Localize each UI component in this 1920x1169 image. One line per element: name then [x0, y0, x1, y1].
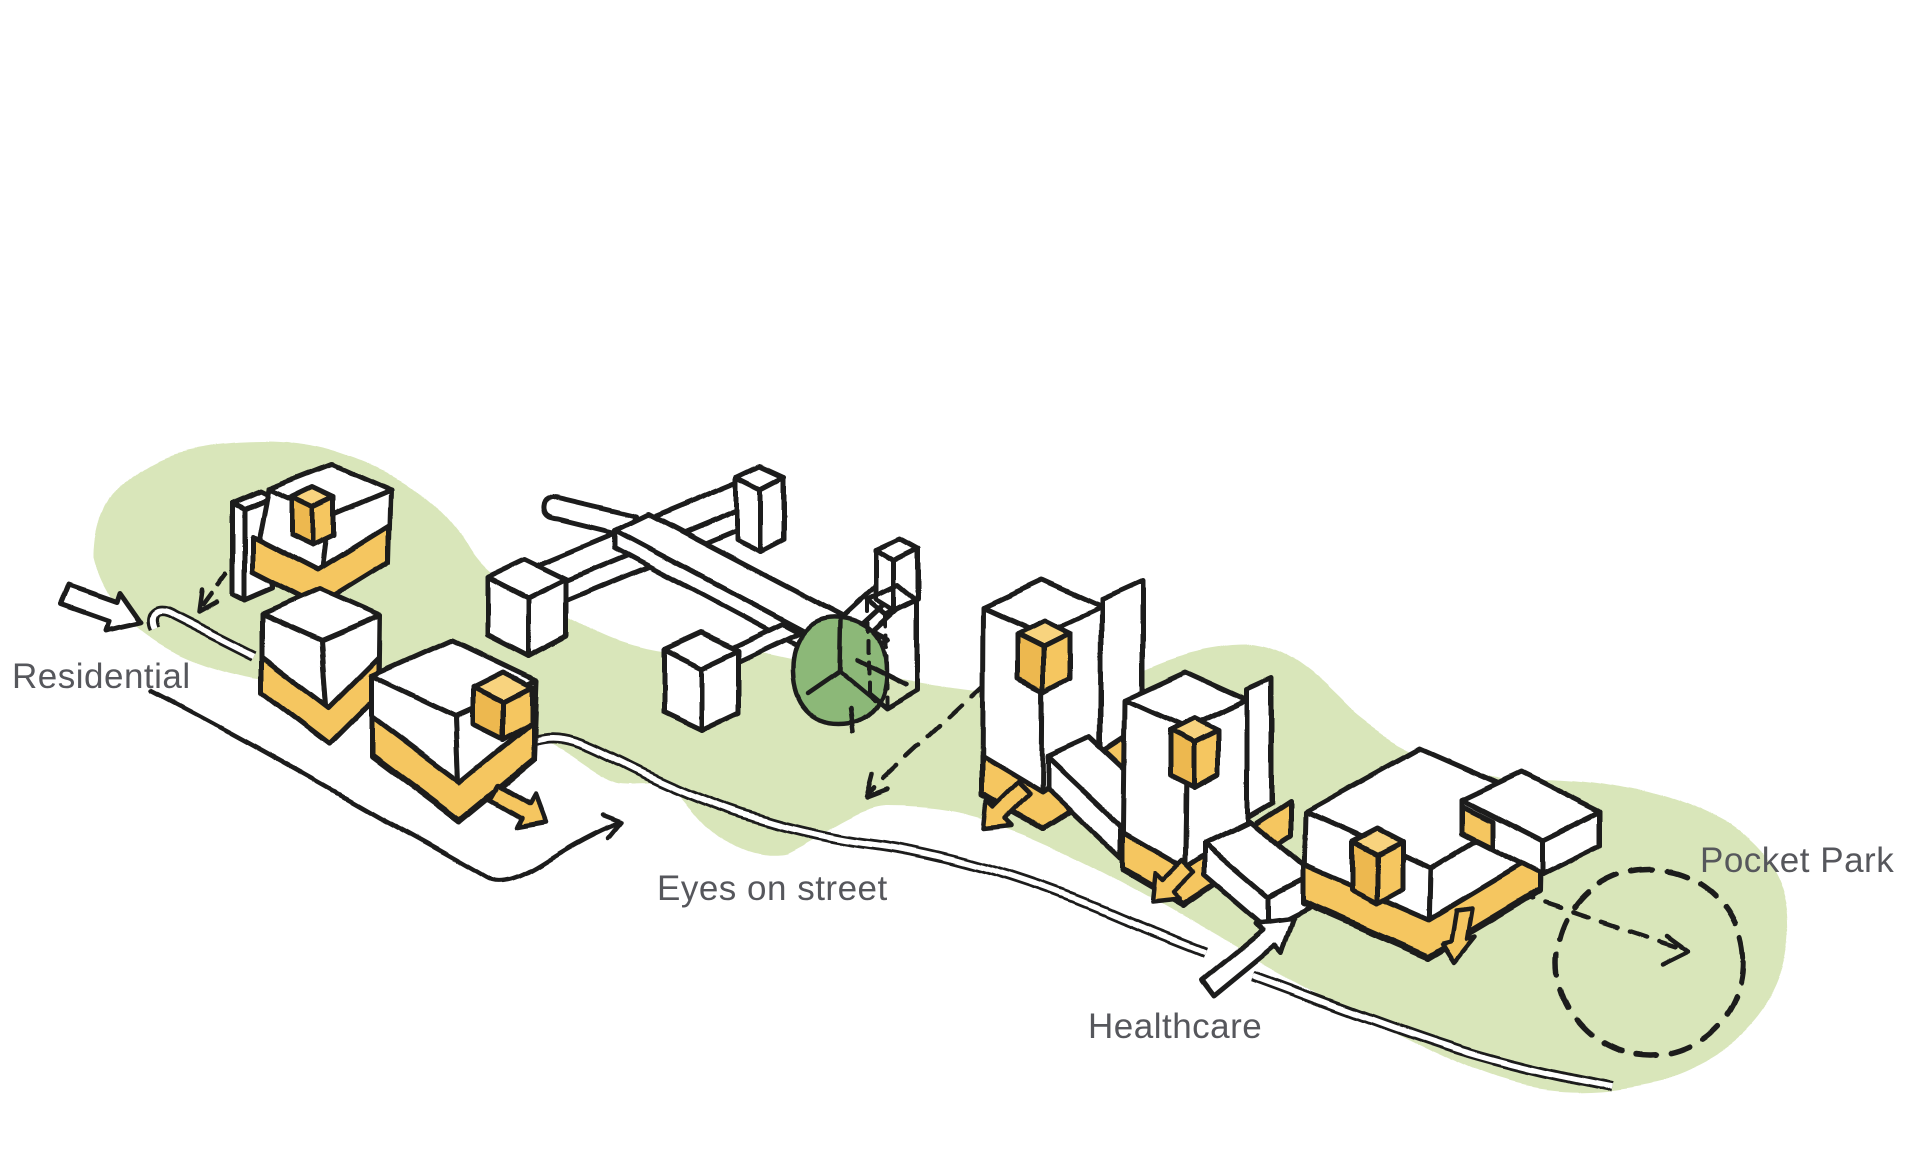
- eyes-on-street-label: Eyes on street: [657, 869, 888, 908]
- site-entry-arrow-icon: [57, 581, 143, 633]
- cross-se-block-solid-edges: [865, 597, 920, 711]
- bldgC-roof-cube-right: [500, 684, 535, 742]
- swoosh-arrowhead-icon: [600, 812, 624, 841]
- line-across-tree: [854, 656, 909, 687]
- tower2-roof-cube-right: [1191, 728, 1221, 791]
- bldgC-entrance-arrow-icon: [487, 783, 547, 830]
- bldgA-roof-cube-left: [289, 494, 316, 548]
- swoosh-line: [149, 689, 621, 884]
- street-segment-main-core: [533, 735, 1208, 955]
- sketch-ink-layer: [57, 461, 1746, 1093]
- site-boundary-arrow: [149, 689, 624, 884]
- healthcare-dashed-arrowhead-icon: [863, 771, 890, 800]
- residential-label: Residential: [12, 657, 191, 696]
- healthcare-label: Healthcare: [1088, 1007, 1262, 1046]
- tower3-yellow-plinth: [1300, 851, 1542, 959]
- bldgC-yellow-plinth: [369, 713, 536, 823]
- tower3-entrance-arrow-icon: [1440, 906, 1478, 965]
- healthcare-cluster: [979, 577, 1604, 965]
- tree-trunk-lines: [805, 617, 877, 735]
- pocket-park-circle: [1554, 866, 1746, 1058]
- tower1-roof-cube-left: [1015, 630, 1047, 695]
- cross-ne-cap-right: [758, 474, 787, 555]
- tower2-back-slab: [1245, 676, 1275, 819]
- slab-east-of-t3-front: [1539, 809, 1604, 878]
- cross-ne-cap-left: [734, 474, 764, 555]
- flow-arrows: [57, 581, 1297, 999]
- cross-south-block-right: [698, 648, 742, 734]
- pocketpark-dashed-arrow: [1399, 853, 1687, 952]
- bldgA-roof-cube-right: [310, 494, 337, 548]
- street-segment-east-core: [1252, 973, 1613, 1090]
- tower1-entrance-arrow-icon: [981, 779, 1033, 831]
- courtyard-building-complex: [484, 463, 922, 735]
- street-path: [145, 605, 1614, 1093]
- cross-east-cap-left: [874, 546, 898, 614]
- residential-dashed-arrowhead-icon: [195, 587, 219, 615]
- street-segment-west-core: [148, 607, 256, 659]
- residential-cluster: [229, 461, 547, 830]
- pocketpark-dashed-arrowhead-icon: [1659, 932, 1691, 967]
- tower2-entrance-arrow-icon: [1149, 857, 1197, 905]
- tower3-roof-cube-left: [1349, 839, 1380, 906]
- cross-nw-bar: [541, 494, 639, 539]
- slab-east-of-t3-yellow: [1459, 803, 1495, 851]
- tower3-roof-cube-right: [1374, 839, 1405, 906]
- tower1-roof-cube-right: [1041, 630, 1073, 695]
- cross-west-block-right: [525, 576, 569, 659]
- healthcare-flow-arrow-icon: [1199, 915, 1297, 999]
- bldgA-yellow-plinth: [249, 523, 392, 609]
- pocket-park-label: Pocket Park: [1700, 841, 1894, 880]
- tower2-roof-cube-left: [1167, 728, 1197, 791]
